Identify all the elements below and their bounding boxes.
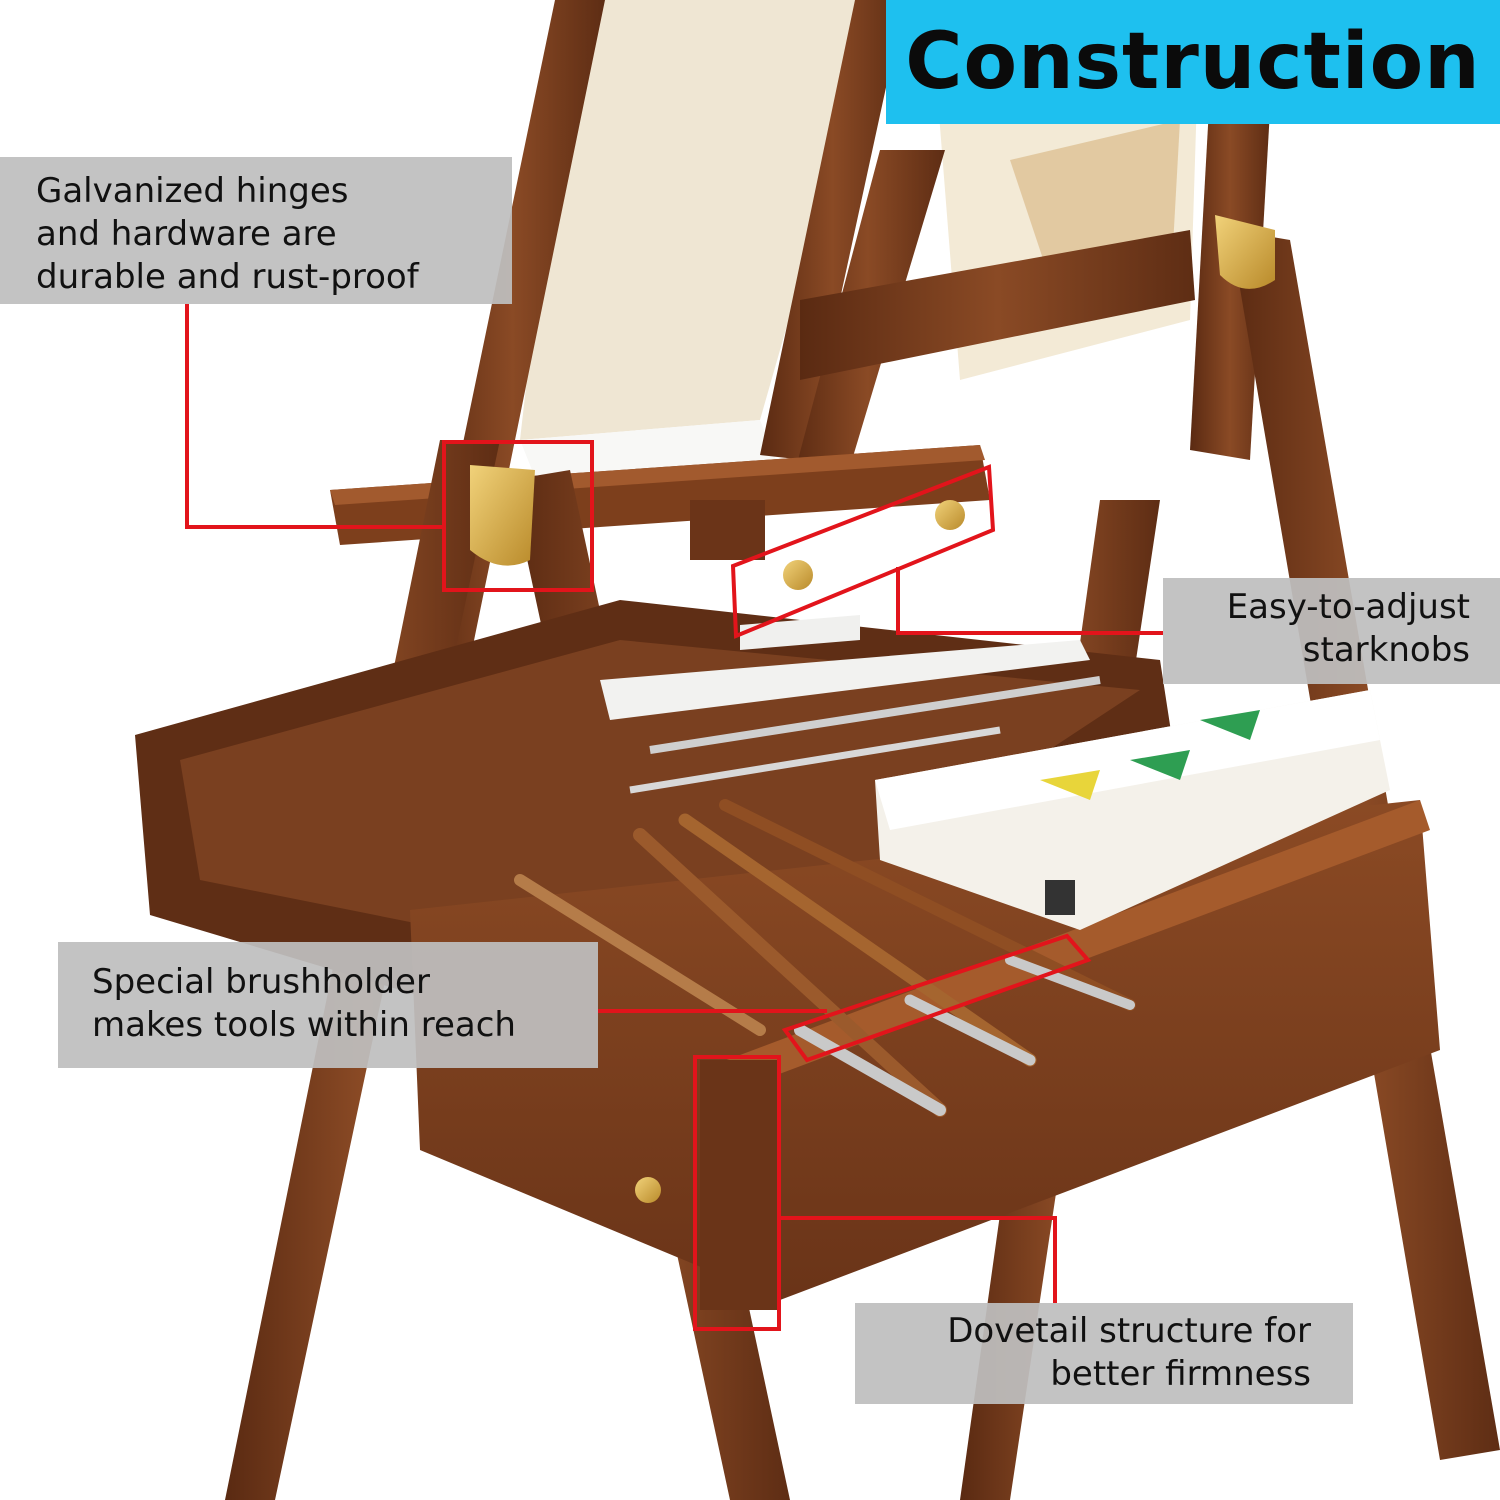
callout-brushholder: Special brushholder makes tools within r… <box>58 942 598 1068</box>
highlight-markers <box>185 304 1163 1331</box>
callout-starknobs-line-1: Easy-to-adjust <box>1226 587 1470 627</box>
starknob-highlight-box <box>730 464 996 639</box>
easel-frame-back <box>420 0 1270 660</box>
hinge-highlight-box <box>442 440 594 592</box>
starknob-leader-line <box>896 567 1163 635</box>
hinge-leader-line <box>185 304 444 529</box>
callout-hinges: Galvanized hinges and hardware are durab… <box>0 157 512 304</box>
brushes <box>514 799 1136 1117</box>
callout-dovetail: Dovetail structure for better firmness <box>855 1303 1353 1404</box>
title-banner: Construction <box>886 0 1500 124</box>
callout-starknobs: Easy-to-adjust starknobs <box>1163 578 1500 684</box>
paint-boxes <box>875 690 1390 930</box>
callout-hinges-line-1: Galvanized hinges <box>36 171 349 211</box>
brushholder-highlight-box <box>781 933 1092 1063</box>
callout-hinges-line-3: durable and rust-proof <box>36 257 419 297</box>
callout-dovetail-line-1: Dovetail structure for <box>947 1311 1311 1351</box>
brass-hardware <box>470 215 1275 1203</box>
page-title: Construction <box>905 17 1481 107</box>
callout-hinges-line-2: and hardware are <box>36 214 337 254</box>
dovetail-leader-line <box>779 1216 1057 1303</box>
callout-brushholder-line-2: makes tools within reach <box>92 1005 516 1045</box>
callout-starknobs-line-2: starknobs <box>1302 630 1470 670</box>
callout-dovetail-line-2: better firmness <box>1050 1354 1311 1394</box>
callout-brushholder-line-1: Special brushholder <box>92 962 430 1002</box>
dovetail-highlight-box <box>693 1055 781 1331</box>
drawer-box <box>135 600 1440 1310</box>
